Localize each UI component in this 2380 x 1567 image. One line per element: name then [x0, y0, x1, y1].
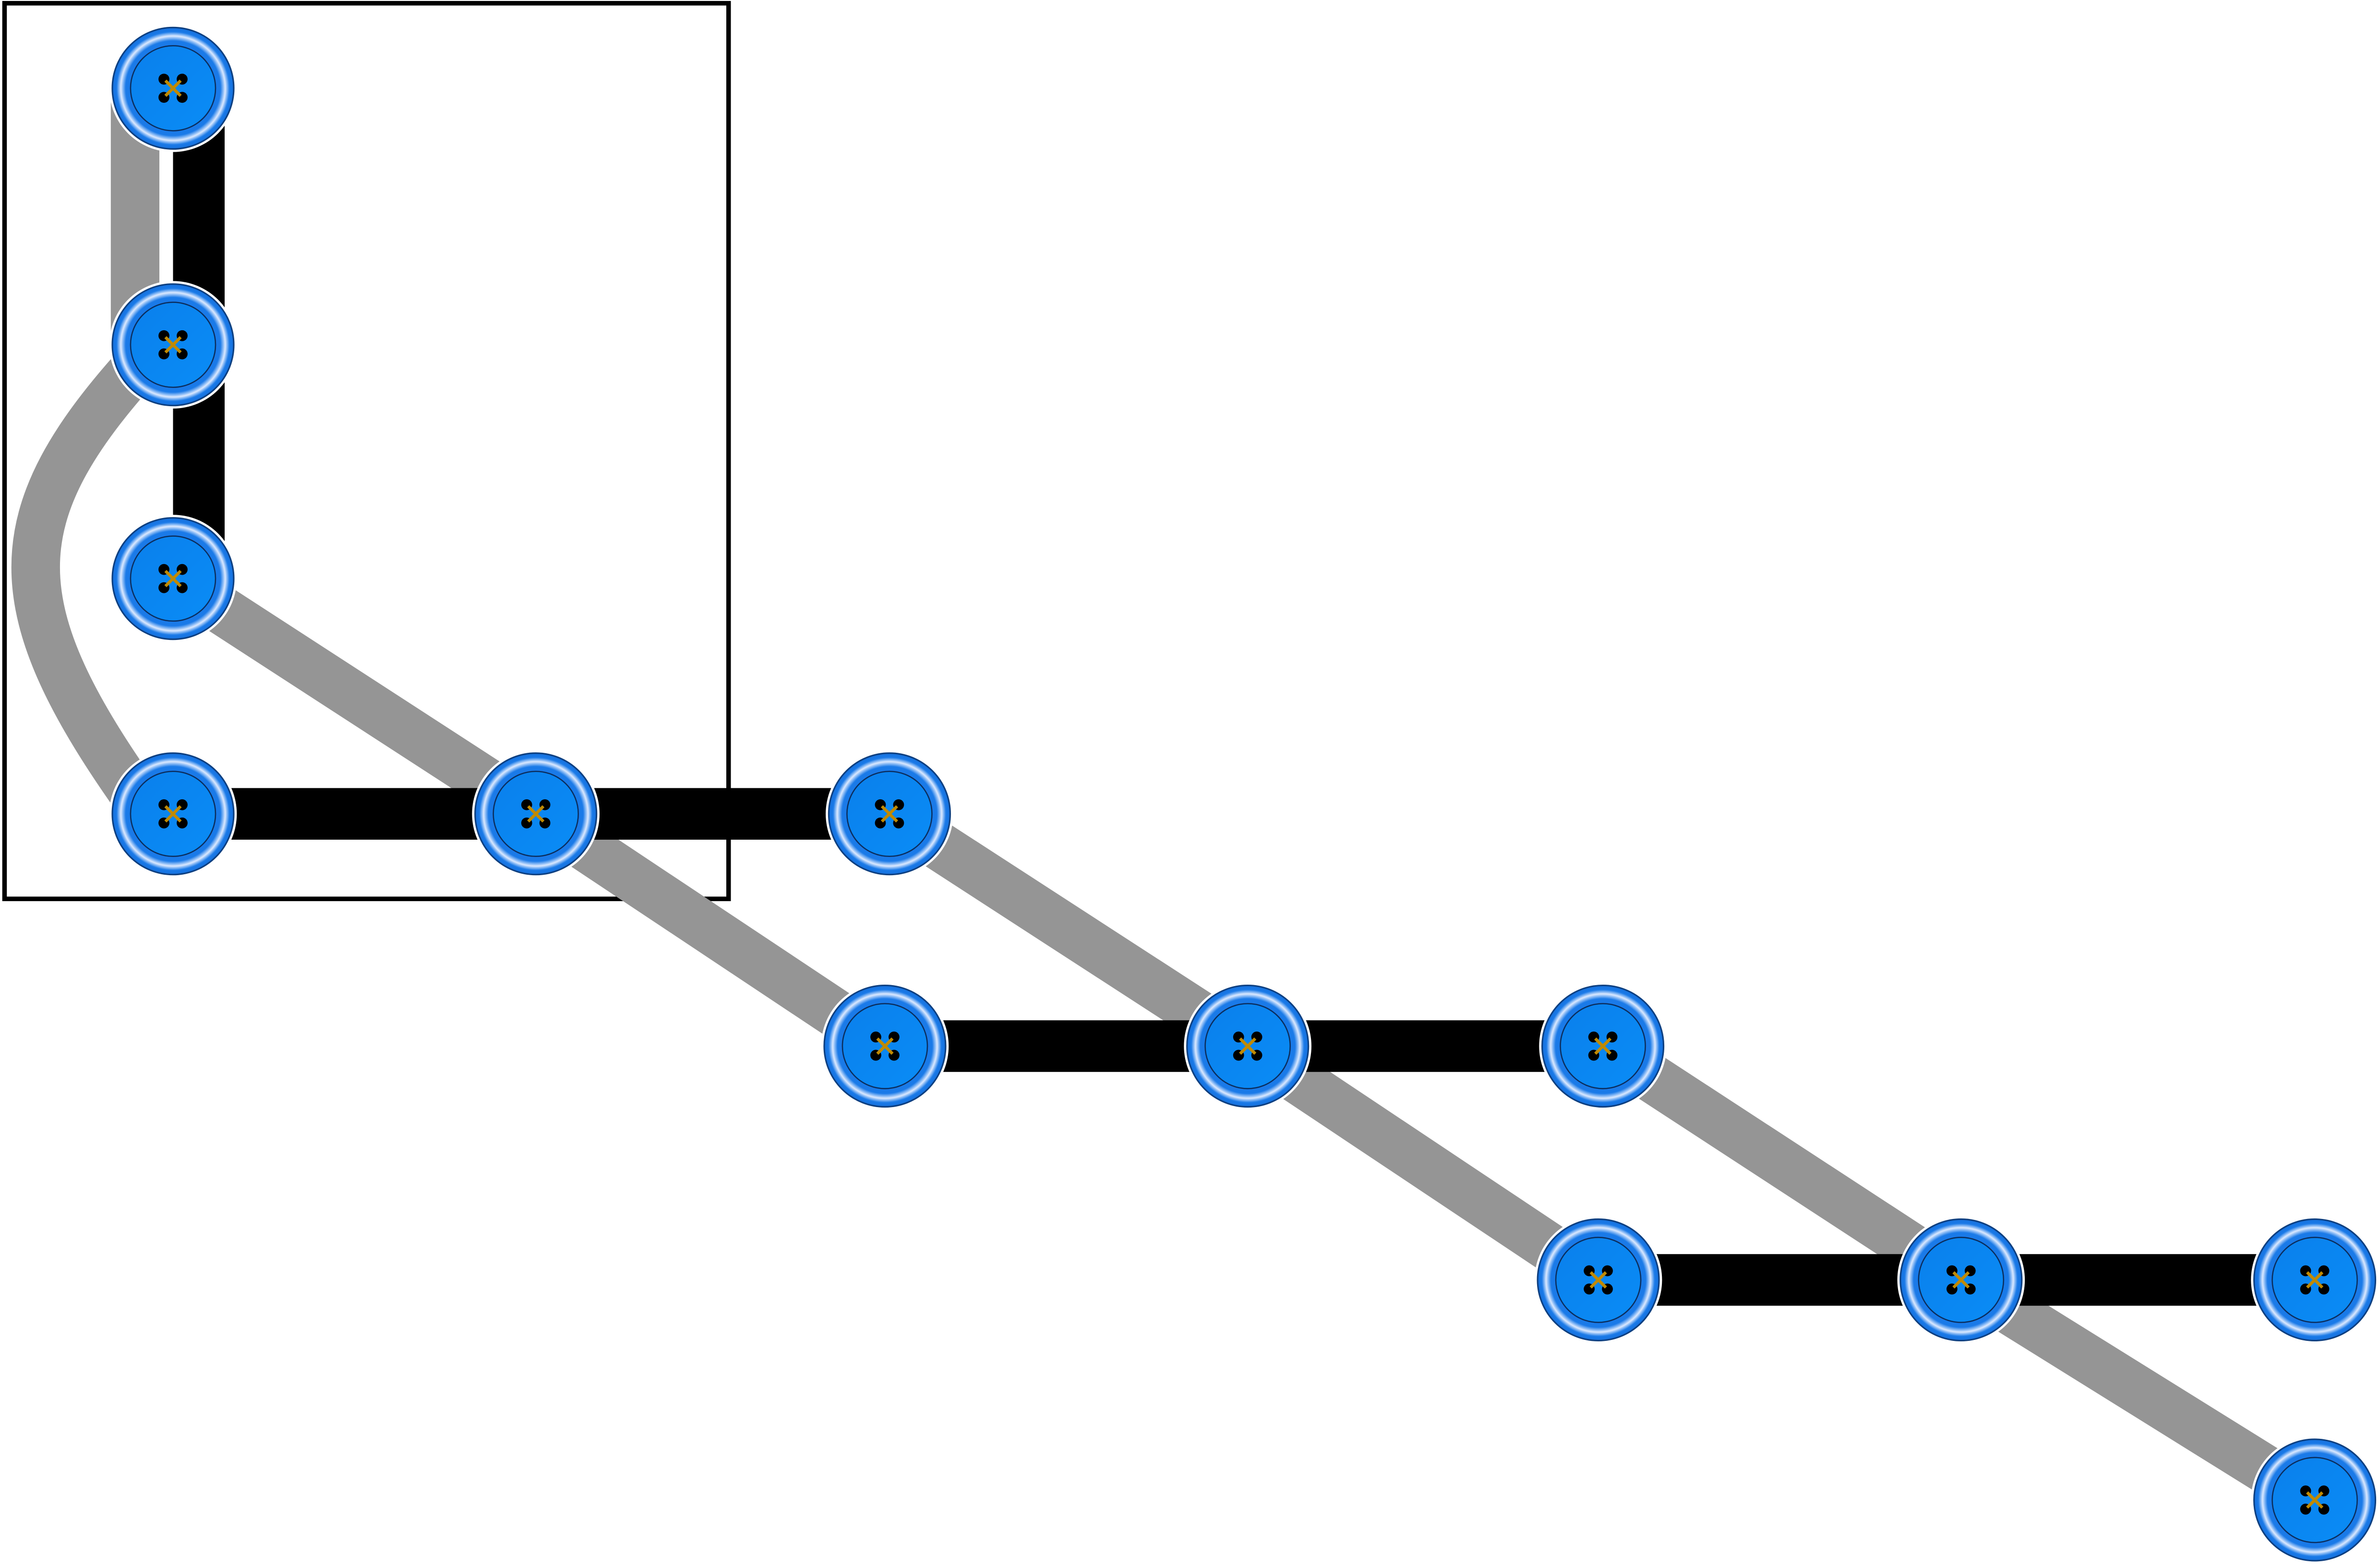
sewing-button-icon[interactable] [109, 515, 237, 642]
gray-edge [1948, 1259, 2328, 1521]
selection-frame [2, 0, 731, 902]
gray-edge [1589, 1025, 1974, 1301]
sewing-button-icon[interactable] [1534, 1216, 1662, 1344]
sewing-button-icon[interactable] [2251, 1436, 2379, 1564]
gray-edge [876, 793, 1261, 1067]
sewing-button-icon[interactable] [821, 982, 949, 1110]
gray-edge [1234, 1025, 1612, 1301]
sewing-button-icon[interactable] [109, 750, 237, 878]
sewing-button-icon[interactable] [109, 281, 237, 409]
sewing-button-icon[interactable] [1897, 1216, 2025, 1344]
sewing-button-icon[interactable] [472, 750, 600, 878]
nodes [109, 24, 2379, 1564]
sewing-button-icon[interactable] [1539, 982, 1667, 1110]
sewing-button-icon[interactable] [2251, 1216, 2379, 1344]
sewing-button-icon[interactable] [826, 750, 953, 878]
sewing-button-icon[interactable] [1184, 982, 1311, 1110]
gray-edge [11, 343, 163, 820]
gray-edge [159, 558, 549, 834]
gray-edge [522, 794, 899, 1067]
sewing-button-icon[interactable] [109, 24, 237, 152]
